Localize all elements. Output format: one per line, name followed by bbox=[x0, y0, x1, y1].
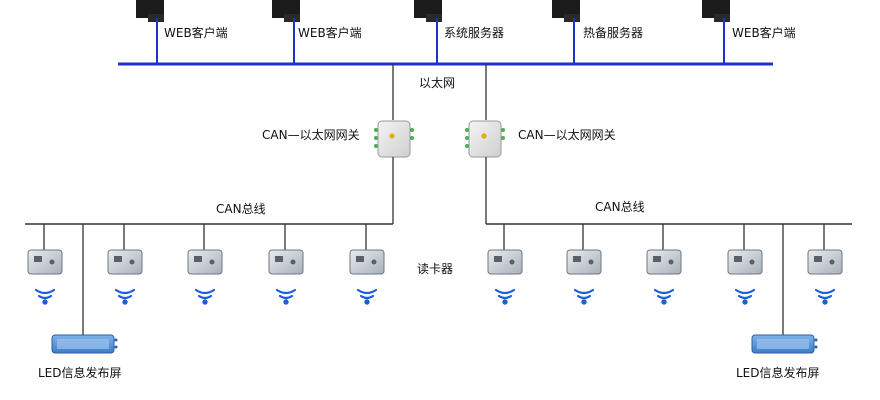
reader-drops bbox=[43, 224, 825, 335]
reader-icon bbox=[107, 249, 143, 275]
gateway-icon bbox=[465, 120, 505, 158]
client-label: WEB客户端 bbox=[164, 25, 228, 40]
reader-icon bbox=[487, 249, 523, 275]
server-icon bbox=[414, 0, 442, 22]
wireless-icon bbox=[814, 288, 836, 305]
gateway-label: CAN—以太网网关 bbox=[518, 127, 616, 142]
client-label: WEB客户端 bbox=[732, 25, 796, 40]
monitor-icon bbox=[702, 0, 730, 22]
led-screen-icon bbox=[751, 334, 818, 354]
reader-icon bbox=[349, 249, 385, 275]
wireless-icon bbox=[114, 288, 136, 305]
reader-icon bbox=[27, 249, 63, 275]
wireless-icon bbox=[494, 288, 516, 305]
server-label: 系统服务器 bbox=[444, 25, 504, 40]
gateway-label: CAN—以太网网关 bbox=[262, 127, 360, 142]
led-screen-label: LED信息发布屏 bbox=[38, 365, 122, 380]
wireless-icon bbox=[356, 288, 378, 305]
gateway-icon bbox=[374, 120, 414, 158]
led-screen-icon bbox=[51, 334, 118, 354]
bus-links bbox=[392, 157, 487, 224]
can-bus-label: CAN总线 bbox=[595, 200, 645, 214]
monitor-icon bbox=[272, 0, 300, 22]
can-bus-label: CAN总线 bbox=[216, 202, 266, 216]
reader-icon bbox=[727, 249, 763, 275]
reader-icon bbox=[646, 249, 682, 275]
reader-icon bbox=[566, 249, 602, 275]
monitor-icon bbox=[136, 0, 164, 22]
led-screen-label: LED信息发布屏 bbox=[736, 365, 820, 380]
gateway-links bbox=[392, 64, 487, 120]
reader-label: 读卡器 bbox=[417, 262, 453, 276]
server-label: 热备服务器 bbox=[583, 25, 643, 40]
reader-icon bbox=[807, 249, 843, 275]
wireless-icon bbox=[573, 288, 595, 305]
wireless-icon bbox=[734, 288, 756, 305]
wireless-icon bbox=[194, 288, 216, 305]
client-label: WEB客户端 bbox=[298, 25, 362, 40]
wireless-icon bbox=[275, 288, 297, 305]
ethernet-label: 以太网 bbox=[419, 75, 455, 90]
reader-icon bbox=[187, 249, 223, 275]
reader-icon bbox=[268, 249, 304, 275]
ethernet-drops bbox=[156, 18, 725, 64]
wireless-icon bbox=[34, 288, 56, 305]
wireless-icon bbox=[653, 288, 675, 305]
server-icon bbox=[552, 0, 580, 22]
